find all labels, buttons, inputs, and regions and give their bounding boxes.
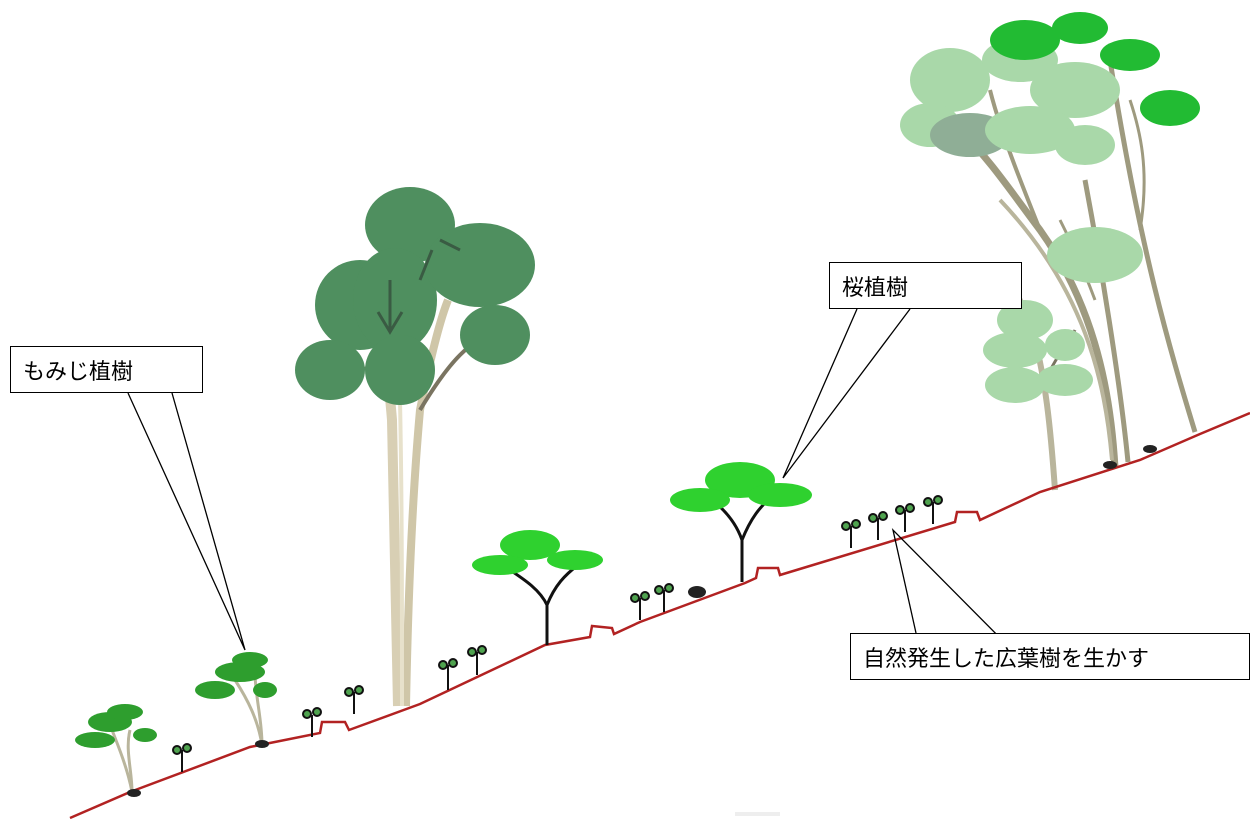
tree-tall-right-a <box>900 12 1200 469</box>
sakura-tree-1 <box>472 530 603 645</box>
tree-medium-right <box>983 288 1093 491</box>
decor-dash <box>735 812 780 816</box>
label-sakura-planting: 桜植樹 <box>829 262 1022 309</box>
stumps <box>127 445 1157 797</box>
saplings <box>172 495 943 772</box>
momiji-tree-1 <box>75 704 157 793</box>
callout-lines <box>127 308 1023 661</box>
sakura-tree-2 <box>670 462 812 582</box>
label-natural-text: 自然発生した広葉樹を生かす <box>863 646 1150 672</box>
label-momiji-planting: もみじ植樹 <box>10 346 203 393</box>
label-momiji-text: もみじ植樹 <box>23 359 134 385</box>
tall-trees-right <box>900 12 1200 491</box>
label-sakura-text: 桜植樹 <box>842 275 909 301</box>
tall-tree-center <box>295 187 535 707</box>
momiji-tree-2 <box>195 652 277 746</box>
label-natural-broadleaf: 自然発生した広葉樹を生かす <box>850 633 1250 680</box>
ground-line <box>69 411 1250 820</box>
